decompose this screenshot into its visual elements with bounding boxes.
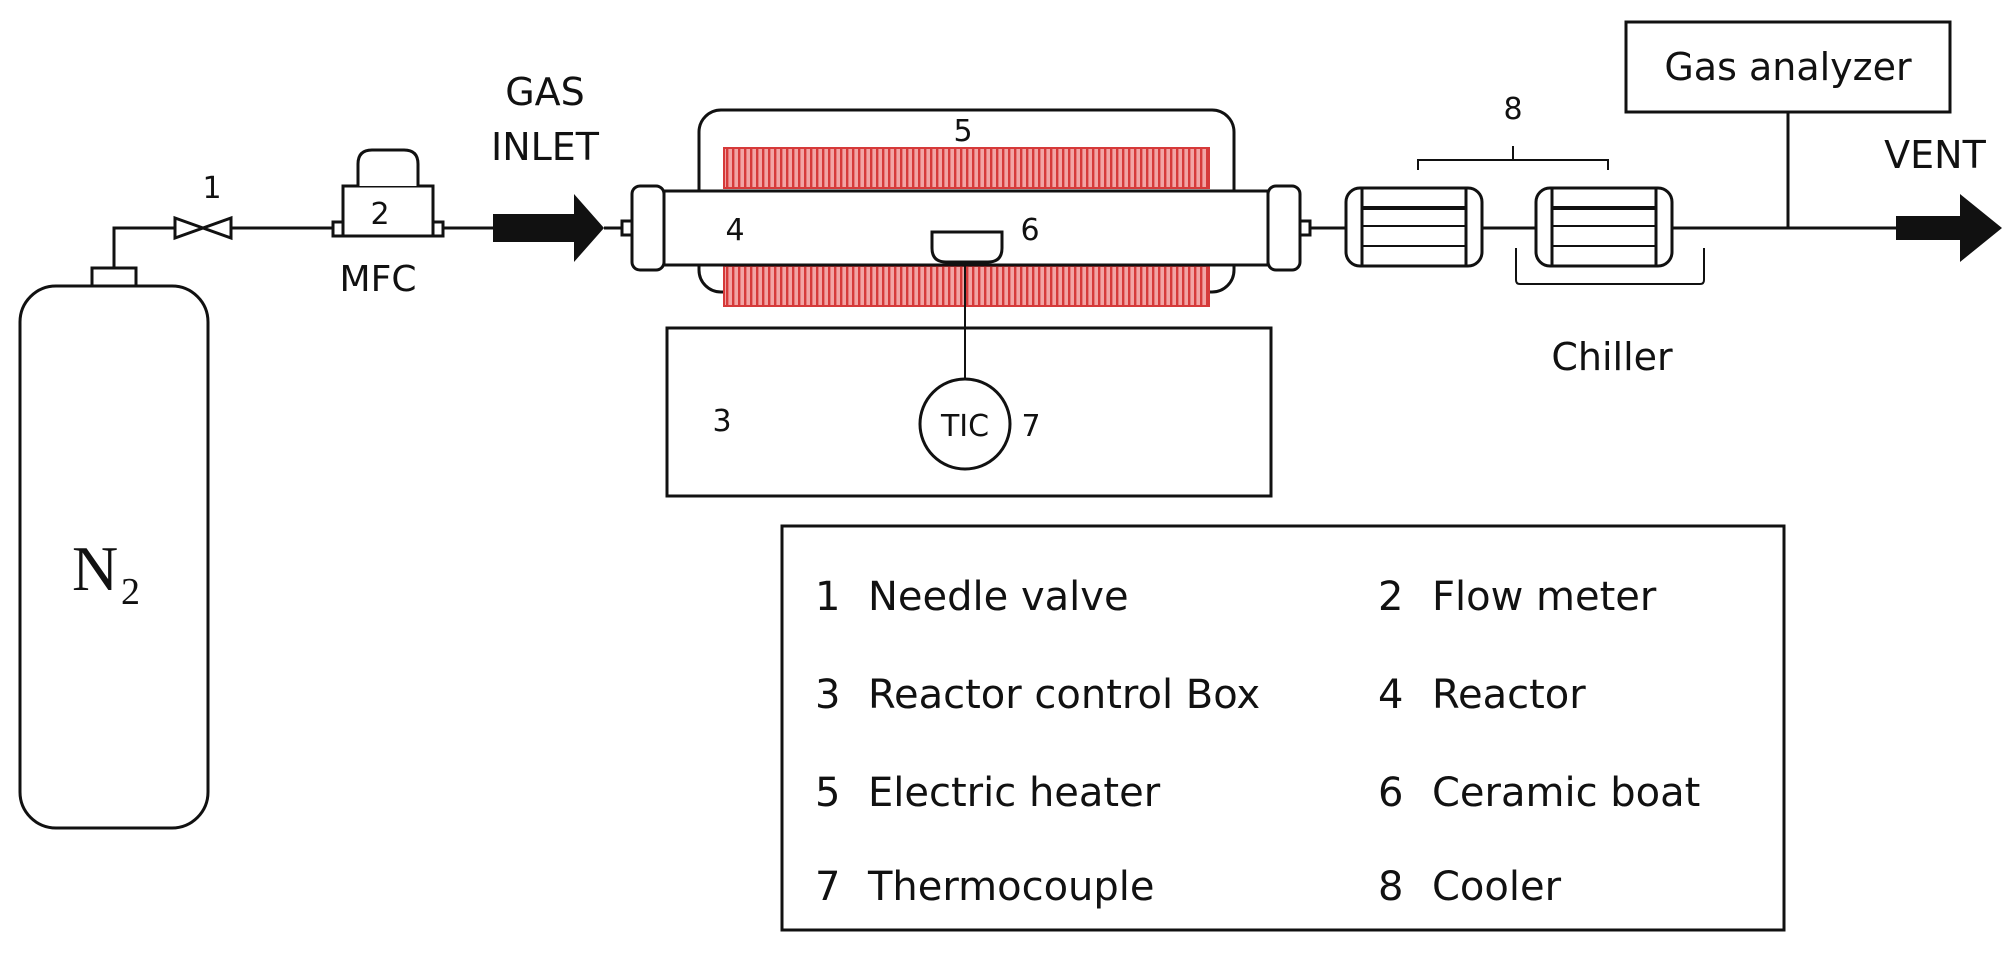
legend: 1 Needle valve 2 Flow meter 3 Reactor co… [815, 574, 1700, 910]
gas-analyzer-box [1624, 20, 1952, 114]
legend-item-number: 5 [815, 770, 840, 816]
legend-item-number: 4 [1378, 672, 1403, 718]
legend-box [780, 524, 1786, 932]
legend-item-text: Thermocouple [867, 864, 1155, 910]
legend-item-text: Flow meter [1432, 574, 1657, 620]
cooler-brace [1417, 146, 1609, 170]
gas-analyzer-label: Gas analyzer [1664, 45, 1912, 89]
legend-item-text: Reactor [1432, 672, 1586, 718]
chiller-label: Chiller [1551, 335, 1673, 379]
legend-item-text: Ceramic boat [1432, 770, 1700, 816]
pipe-cylinder-valve [112, 226, 175, 268]
tic-label: TIC [940, 409, 989, 444]
legend-item-number: 3 [815, 672, 840, 718]
mfc-label: MFC [340, 259, 417, 300]
legend-item-number: 6 [1378, 770, 1403, 816]
boat-number: 6 [1020, 213, 1039, 248]
legend-item-number: 2 [1378, 574, 1403, 620]
mfc-icon: 2 [331, 148, 445, 238]
heater-icon [723, 147, 1210, 189]
legend-item-text: Needle valve [868, 574, 1129, 620]
vent-label: VENT [1884, 133, 1986, 177]
thermocouple-number: 7 [1021, 409, 1040, 444]
gas-label: GAS [505, 70, 585, 114]
legend-item-text: Reactor control Box [868, 672, 1260, 718]
legend-item-number: 7 [815, 864, 840, 910]
inlet-label: INLET [491, 125, 600, 169]
heater-bottom [723, 265, 1210, 307]
cooler-number: 8 [1503, 92, 1522, 127]
legend-item-number: 8 [1378, 864, 1403, 910]
inlet-arrow-icon [493, 194, 604, 262]
gas-cylinder-icon: N 2 [18, 266, 210, 830]
tic-icon: TIC [918, 377, 1012, 471]
mfc-number: 2 [370, 197, 389, 232]
legend-item-number: 1 [815, 574, 840, 620]
ceramic-boat-icon [930, 230, 1004, 264]
needle-valve-icon [173, 215, 233, 241]
vent-arrow-icon [1896, 194, 2002, 262]
legend-item-text: Cooler [1432, 864, 1562, 910]
cooler-2-icon [1534, 186, 1674, 268]
cylinder-subscript: 2 [121, 571, 140, 613]
reactor-number: 4 [725, 213, 744, 248]
legend-item-text: Electric heater [868, 770, 1161, 816]
chiller-bracket [1515, 248, 1705, 285]
heater-number: 5 [953, 114, 972, 149]
cooler-icon [1344, 186, 1484, 268]
cylinder-label: N [72, 533, 118, 604]
control-box-number: 3 [712, 404, 731, 439]
valve-number: 1 [202, 171, 221, 206]
